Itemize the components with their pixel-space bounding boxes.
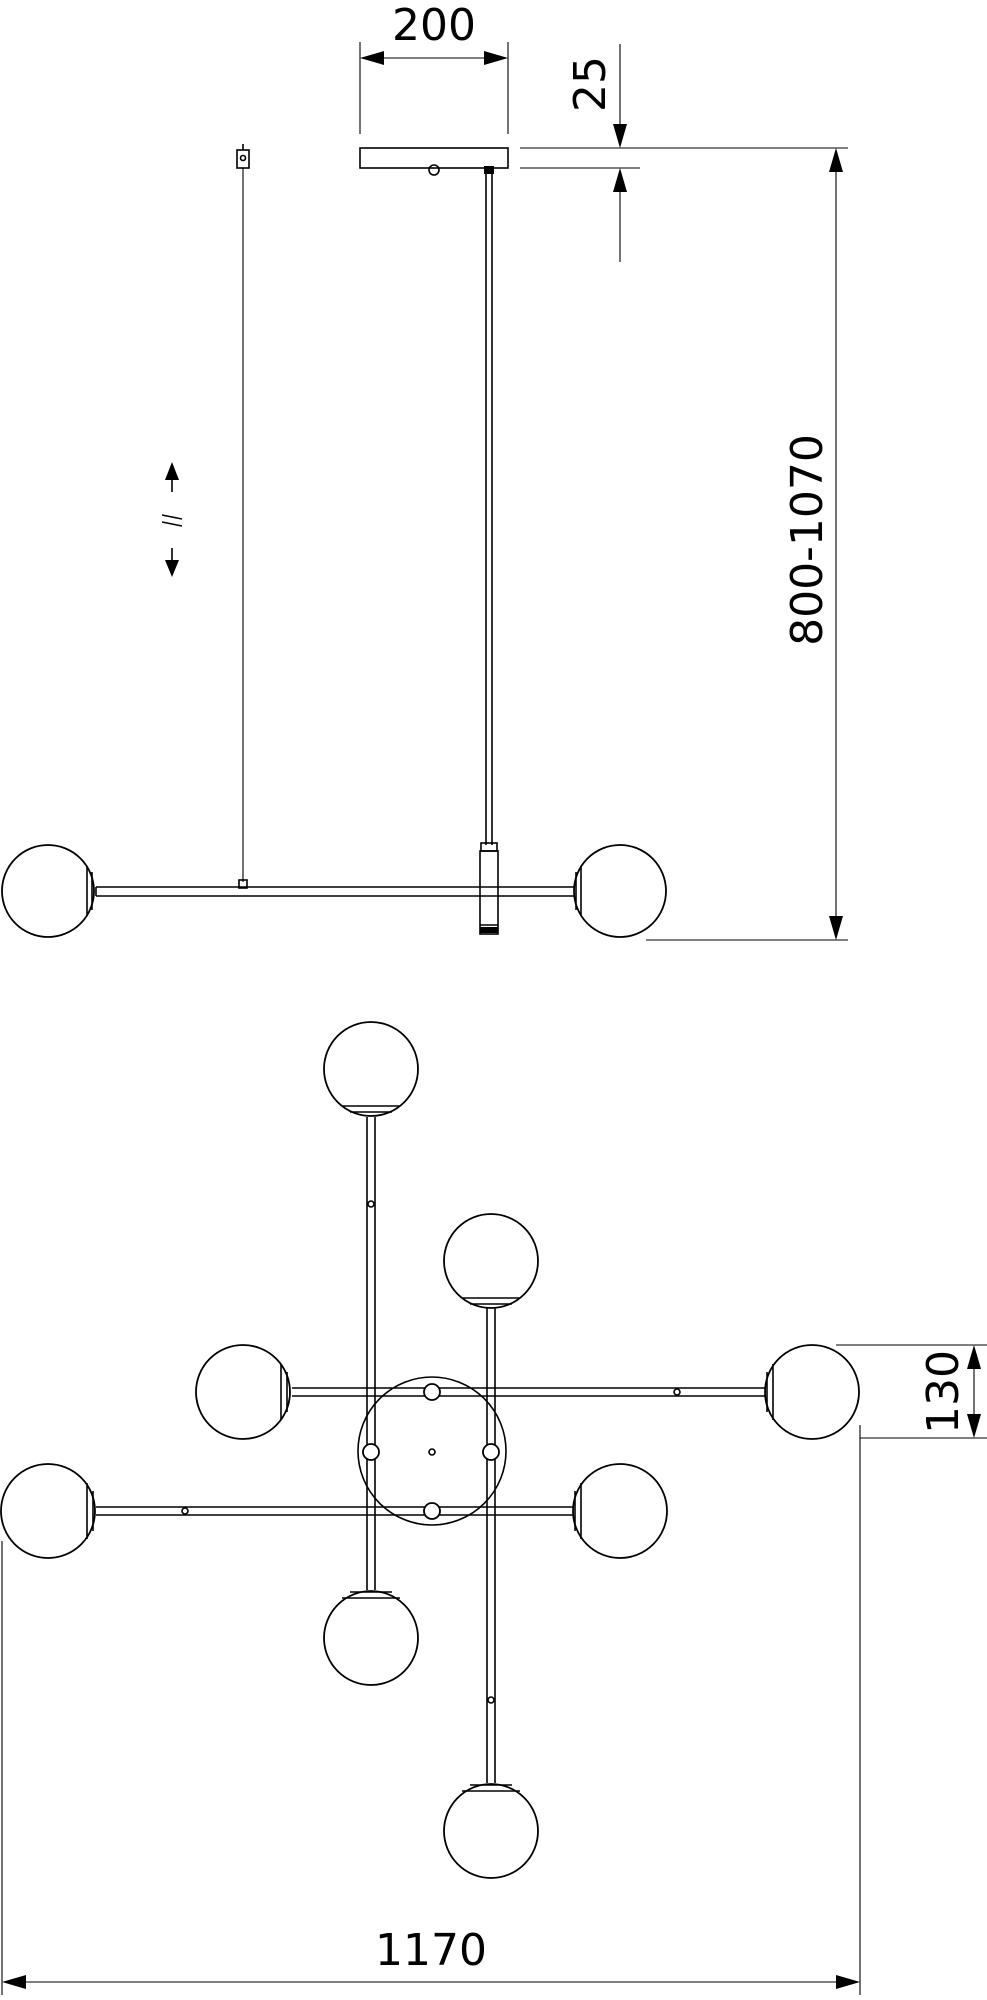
joint-bottom [423, 1502, 441, 1520]
total-width-label: 1170 [375, 1925, 487, 1976]
top-globe-north-right [443, 1213, 539, 1309]
arm-right-vertical [486, 1308, 496, 1783]
drop-height-label: 800-1070 [782, 434, 833, 646]
side-globe-left [1, 844, 95, 938]
side-view: 200 25 800-1070 [1, 0, 848, 941]
globe-diameter-dimension: 130 [836, 1344, 987, 1439]
globe-diameter-label: 130 [918, 1350, 969, 1434]
top-view: 130 1170 [0, 1021, 987, 1995]
canopy-screw [428, 164, 440, 176]
top-globe-west-upper [195, 1344, 291, 1440]
side-globe-right [573, 844, 667, 938]
adjustable-height-symbol: ↕ [161, 462, 183, 577]
top-globe-south-left [323, 1590, 419, 1686]
ceiling-canopy [359, 147, 509, 169]
top-canopy-center [428, 1448, 436, 1456]
top-globe-south-right [443, 1783, 539, 1879]
left-suspension [236, 144, 250, 889]
canopy-width-label: 200 [392, 0, 476, 51]
arm-lower-horizontal [96, 1506, 575, 1516]
joint-right [482, 1443, 500, 1461]
joint-top [423, 1383, 441, 1401]
top-globe-west-lower [0, 1463, 96, 1559]
right-suspension [479, 174, 499, 935]
top-globe-north-left [323, 1021, 419, 1117]
canopy-cable-mount [484, 166, 494, 174]
canopy-height-dimension: 25 [520, 44, 848, 262]
top-canopy [357, 1376, 507, 1526]
arm-upper-horizontal [292, 1387, 766, 1397]
total-width-dimension: 1170 [1, 1425, 861, 1995]
joint-left [362, 1443, 380, 1461]
side-arm [95, 886, 576, 897]
cable-connector-body [479, 850, 499, 935]
canopy-width-dimension: 200 [359, 0, 509, 134]
top-globe-east-lower [572, 1463, 668, 1559]
arm-left-vertical [366, 1117, 376, 1590]
drop-height-dimension: 800-1070 [646, 148, 848, 941]
canopy-height-label: 25 [565, 56, 616, 112]
top-globe-east-upper [764, 1344, 860, 1440]
